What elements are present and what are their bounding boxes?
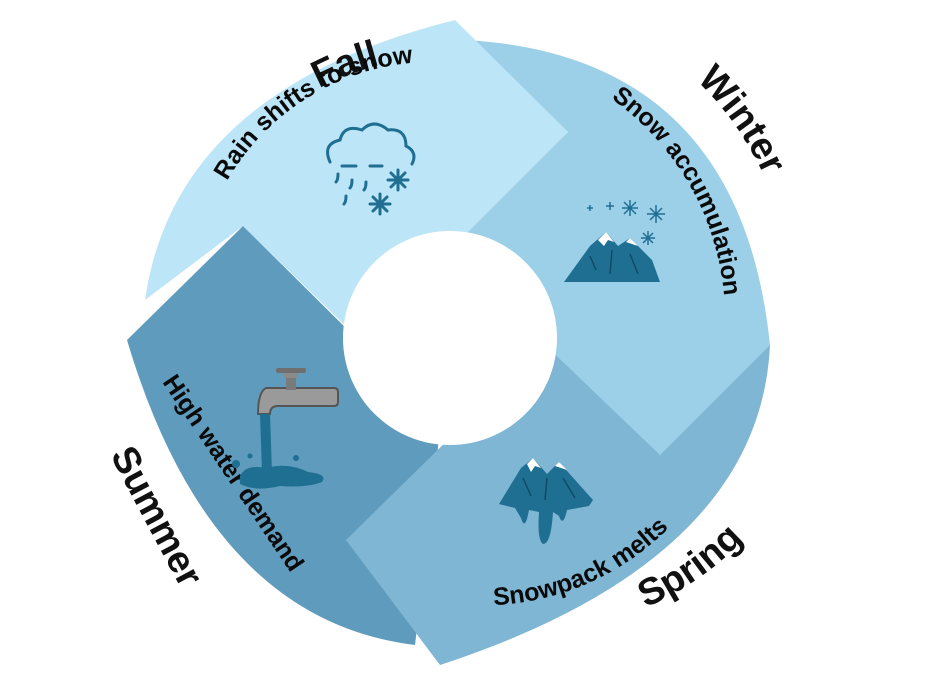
running-faucet-icon bbox=[232, 368, 339, 489]
melting-mountain-icon bbox=[499, 458, 593, 544]
segment-fall bbox=[145, 20, 568, 340]
cloud-rain-snow-icon bbox=[326, 122, 416, 216]
snowy-mountain-icon bbox=[564, 200, 665, 282]
